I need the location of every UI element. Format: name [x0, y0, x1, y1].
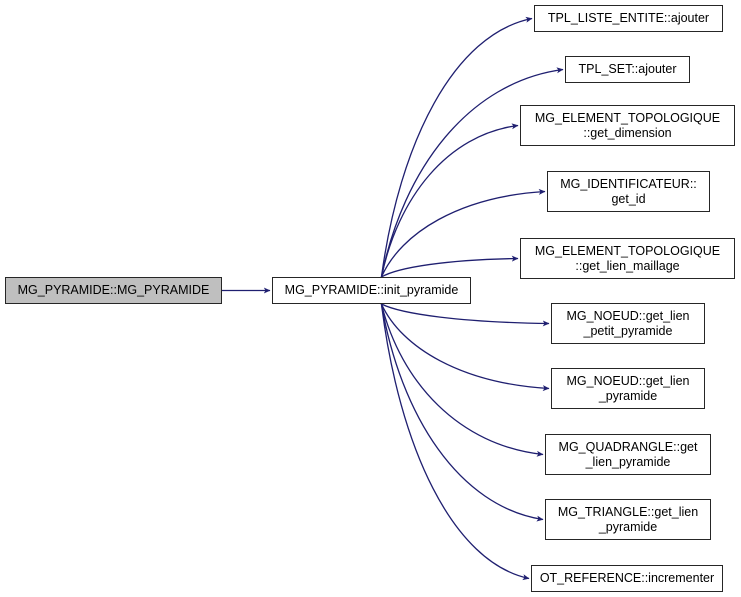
graph-node-n8[interactable]: MG_QUADRANGLE::get _lien_pyramide — [545, 434, 711, 475]
graph-edge-init-to-n4 — [380, 188, 546, 278]
graph-node-label: MG_ELEMENT_TOPOLOGIQUE ::get_lien_mailla… — [534, 243, 721, 273]
graph-node-label: TPL_SET::ajouter — [578, 62, 677, 76]
graph-edge-init-to-n8 — [380, 303, 544, 457]
graph-node-n1[interactable]: TPL_LISTE_ENTITE::ajouter — [534, 5, 723, 32]
graph-edge-init-to-n2 — [380, 67, 564, 278]
graph-edge-init-to-n9 — [380, 303, 544, 522]
graph-node-label: MG_TRIANGLE::get_lien _pyramide — [557, 504, 699, 534]
graph-node-n5[interactable]: MG_ELEMENT_TOPOLOGIQUE ::get_lien_mailla… — [520, 238, 735, 279]
graph-node-label: TPL_LISTE_ENTITE::ajouter — [547, 11, 710, 25]
graph-edge-init-to-n7 — [380, 303, 550, 392]
graph-node-init[interactable]: MG_PYRAMIDE::init_pyramide — [272, 277, 471, 304]
graph-node-label: OT_REFERENCE::incrementer — [539, 571, 715, 585]
graph-edge-init-to-n6 — [381, 303, 550, 327]
graph-node-n4[interactable]: MG_IDENTIFICATEUR:: get_id — [547, 171, 710, 212]
graph-edge-init-to-n3 — [380, 123, 519, 278]
graph-node-n2[interactable]: TPL_SET::ajouter — [565, 56, 690, 83]
graph-edge-init-to-n10 — [380, 303, 530, 581]
graph-node-n10[interactable]: OT_REFERENCE::incrementer — [531, 565, 723, 592]
graph-node-root[interactable]: MG_PYRAMIDE::MG_PYRAMIDE — [5, 277, 222, 304]
graph-node-n7[interactable]: MG_NOEUD::get_lien _pyramide — [551, 368, 705, 409]
graph-node-n6[interactable]: MG_NOEUD::get_lien _petit_pyramide — [551, 303, 705, 344]
graph-node-label: MG_IDENTIFICATEUR:: get_id — [560, 176, 697, 206]
graph-node-label: MG_NOEUD::get_lien _pyramide — [566, 373, 690, 403]
graph-node-label: MG_ELEMENT_TOPOLOGIQUE ::get_dimension — [534, 110, 721, 140]
graph-node-label: MG_QUADRANGLE::get _lien_pyramide — [558, 439, 698, 469]
graph-edge-init-to-n1 — [380, 16, 533, 278]
graph-node-label: MG_NOEUD::get_lien _petit_pyramide — [566, 308, 690, 338]
graph-node-n3[interactable]: MG_ELEMENT_TOPOLOGIQUE ::get_dimension — [520, 105, 735, 146]
graph-node-label: MG_PYRAMIDE::MG_PYRAMIDE — [17, 283, 210, 297]
graph-node-label: MG_PYRAMIDE::init_pyramide — [284, 283, 459, 297]
graph-edge-init-to-n5 — [381, 255, 519, 278]
graph-node-n9[interactable]: MG_TRIANGLE::get_lien _pyramide — [545, 499, 711, 540]
